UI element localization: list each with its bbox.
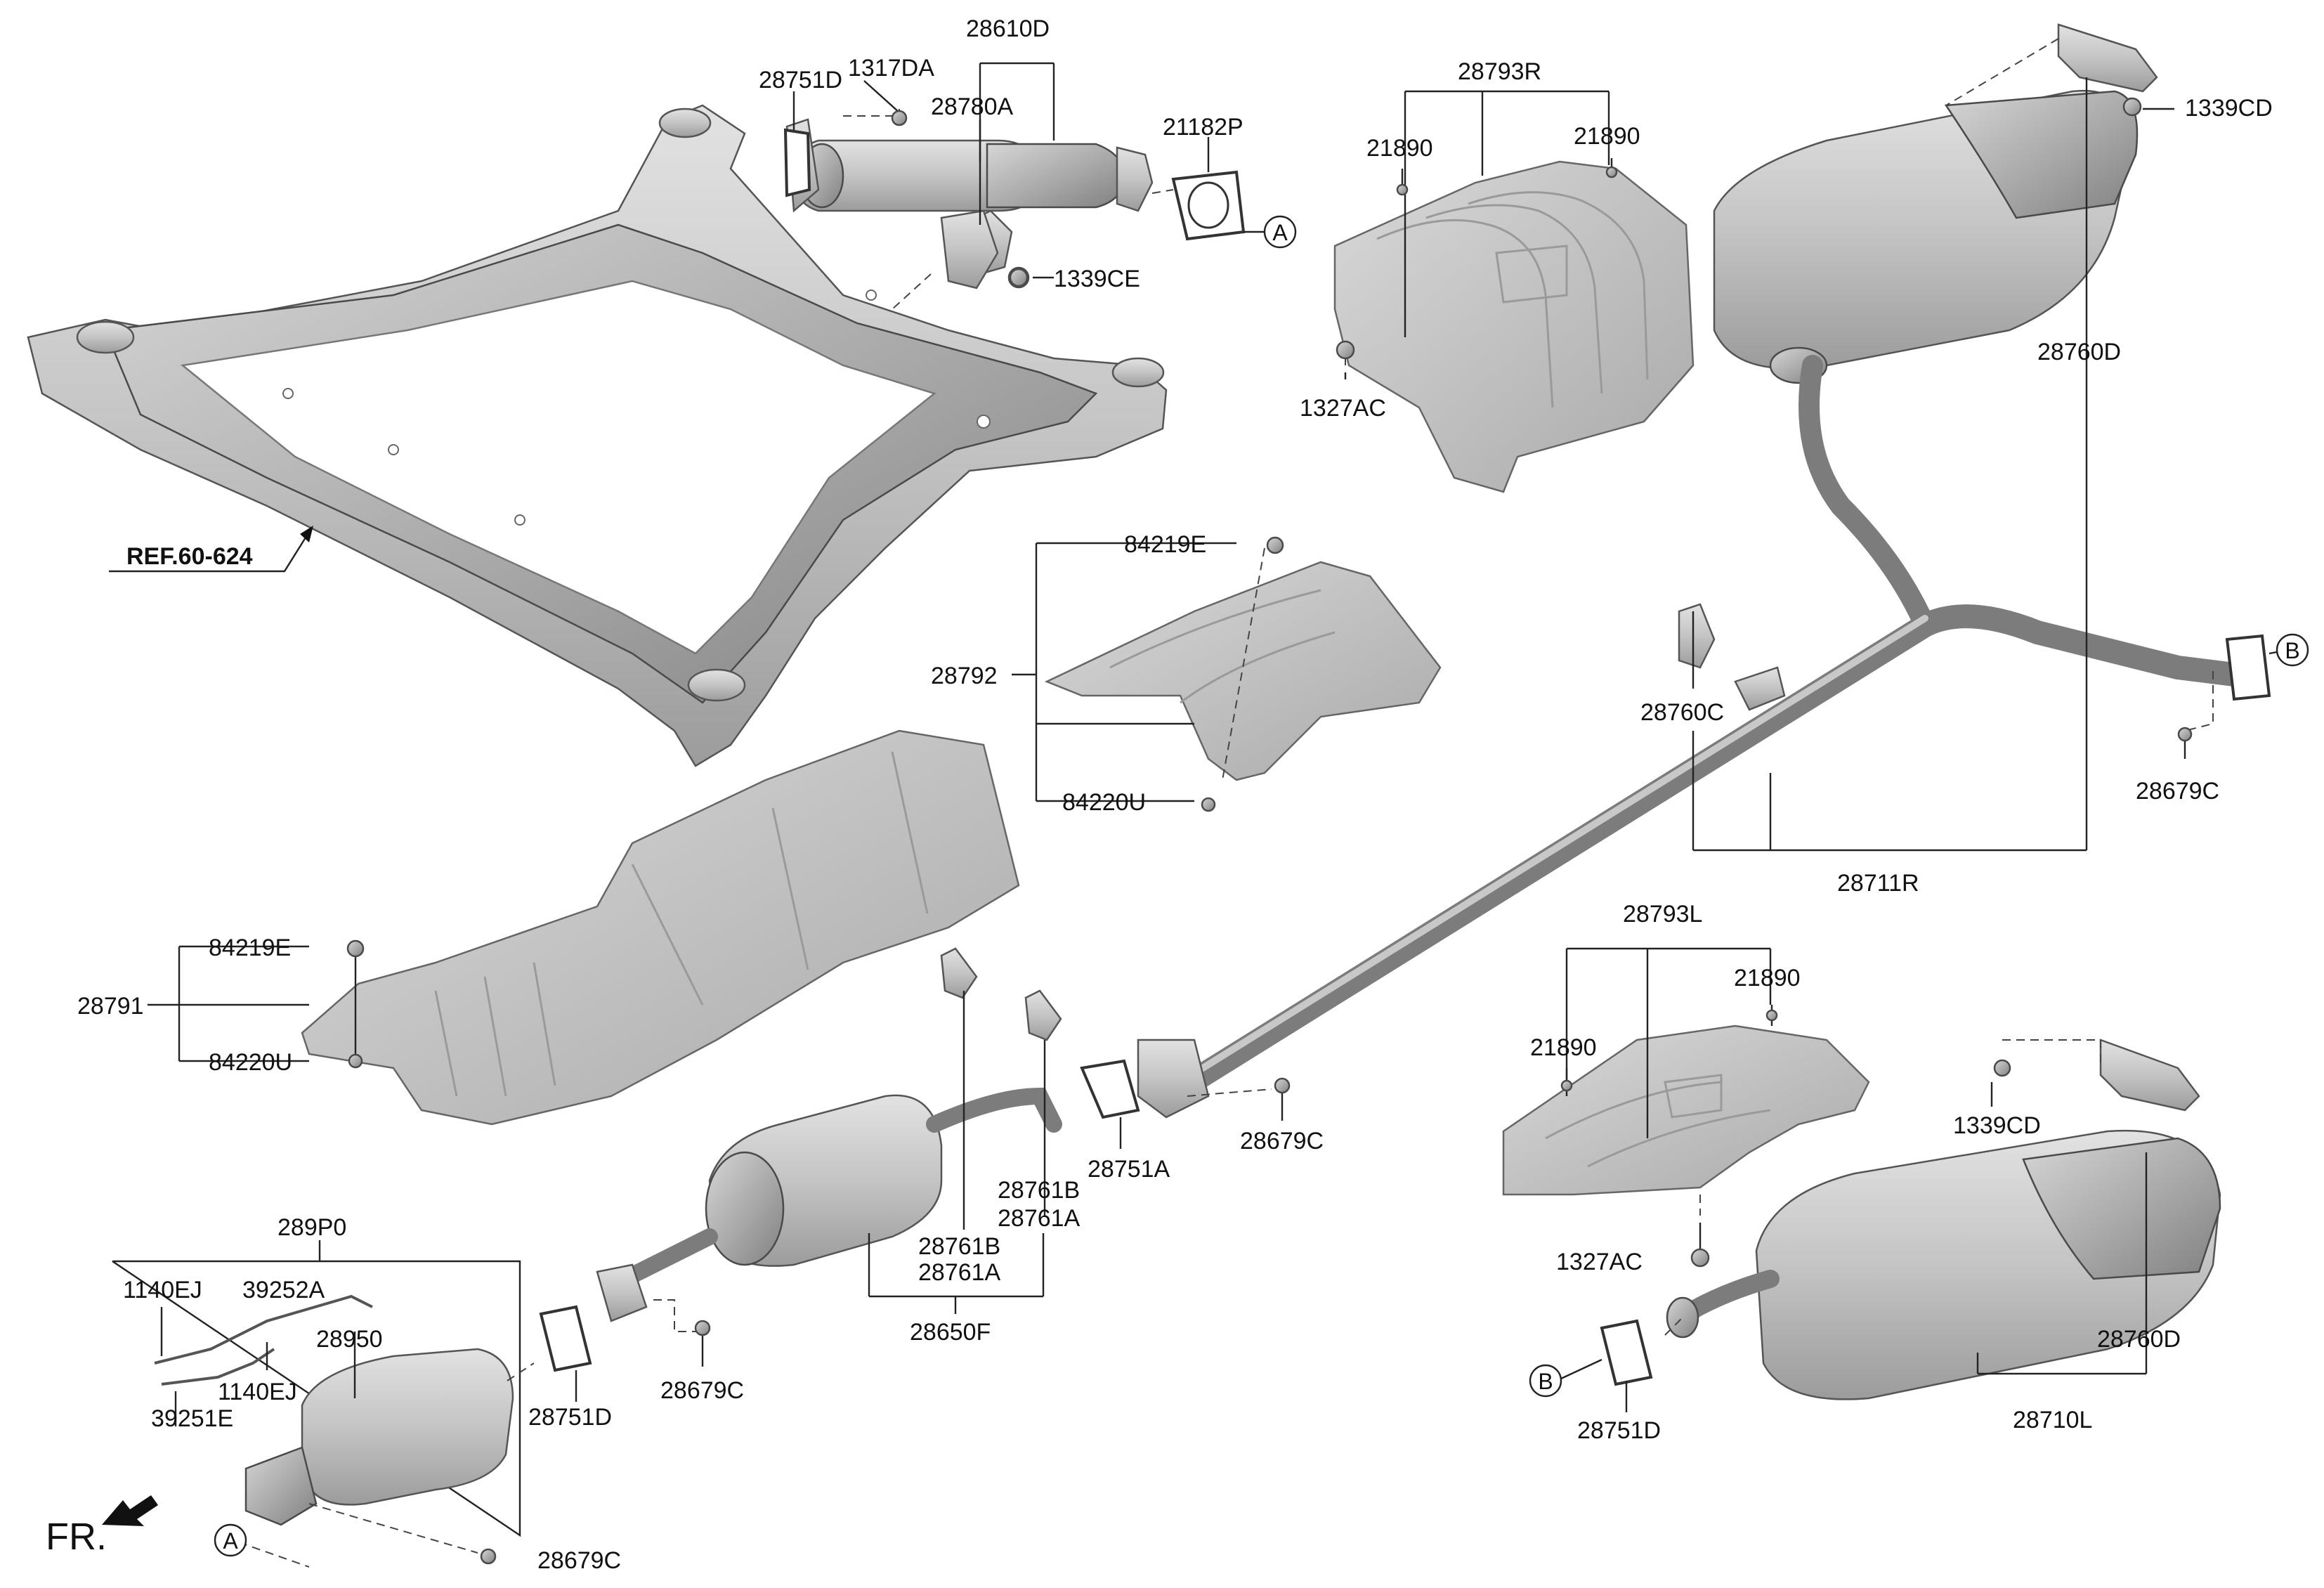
label-28711R: 28711R xyxy=(1837,870,1919,897)
label-28761B-a: 28761B xyxy=(998,1177,1080,1204)
label-84219E-mid: 84219E xyxy=(1124,531,1206,558)
label-28950: 28950 xyxy=(316,1326,383,1353)
label-28751D-low: 28751D xyxy=(1577,1417,1661,1444)
center-pipe xyxy=(1137,355,2271,1119)
label-28793R: 28793R xyxy=(1458,58,1541,85)
ref-subframe[interactable]: REF.60-624 xyxy=(109,526,313,573)
marker-b-low: B xyxy=(1529,1358,1602,1398)
part-labels: 28751D 1317DA 28610D 28780A 21182P 1339C… xyxy=(77,15,2273,1574)
label-28679C-left: 28679C xyxy=(660,1377,744,1404)
label-1339CE: 1339CE xyxy=(1054,266,1140,292)
label-28793L: 28793L xyxy=(1623,901,1702,928)
label-28760D-low: 28760D xyxy=(2097,1326,2181,1353)
label-1140EJ-a: 1140EJ xyxy=(123,1277,202,1303)
ref-label[interactable]: REF.60-624 xyxy=(126,543,253,570)
marker-a-bottom: A xyxy=(214,1523,247,1557)
subframe xyxy=(27,104,1168,767)
label-84220U-mid: 84220U xyxy=(1062,789,1146,816)
marker-a-top: A xyxy=(1263,215,1297,249)
label-28679C-b: 28679C xyxy=(2136,778,2219,805)
label-21890-r1: 21890 xyxy=(1366,135,1433,162)
front-direction-indicator: FR. xyxy=(46,1495,158,1558)
rear-muffler-right xyxy=(1713,23,2158,384)
label-28761A-a: 28761A xyxy=(998,1205,1081,1232)
label-84219E-left: 84219E xyxy=(209,935,291,961)
svg-text:B: B xyxy=(1538,1369,1553,1394)
label-28679C-mid: 28679C xyxy=(1240,1128,1324,1154)
center-muffler xyxy=(596,947,1062,1322)
label-39251E: 39251E xyxy=(151,1405,233,1432)
gasket-28751D-mid xyxy=(539,1305,592,1372)
label-28780A: 28780A xyxy=(931,93,1014,120)
label-28710L: 28710L xyxy=(2013,1407,2092,1433)
fasteners xyxy=(346,97,2193,1565)
label-28610D: 28610D xyxy=(966,15,1050,42)
svg-text:A: A xyxy=(1272,220,1288,245)
heat-shield-front xyxy=(301,729,1020,1126)
label-1327AC-l: 1327AC xyxy=(1556,1249,1643,1275)
label-21890-l2: 21890 xyxy=(1530,1034,1597,1061)
label-28679C-bottom: 28679C xyxy=(537,1547,621,1574)
label-1339CD-top: 1339CD xyxy=(2185,95,2273,122)
label-39252A: 39252A xyxy=(242,1277,325,1303)
label-28761B-b: 28761B xyxy=(918,1233,1000,1260)
label-1327AC-r: 1327AC xyxy=(1300,395,1386,422)
label-28650F: 28650F xyxy=(910,1319,991,1346)
label-28792: 28792 xyxy=(931,663,998,689)
heat-shield-center xyxy=(1044,561,1442,781)
label-21182P: 21182P xyxy=(1163,114,1243,141)
gasket-21182P xyxy=(1171,170,1246,241)
label-289P0: 289P0 xyxy=(278,1214,346,1241)
marker-b-right: B xyxy=(2268,633,2309,667)
label-21890-r2: 21890 xyxy=(1574,123,1640,150)
label-28751A: 28751A xyxy=(1088,1156,1170,1183)
label-28761A-b: 28761A xyxy=(918,1259,1001,1286)
label-1317DA: 1317DA xyxy=(848,55,934,82)
front-label: FR. xyxy=(46,1516,107,1558)
label-28760D-top: 28760D xyxy=(2037,339,2121,365)
leader-lines xyxy=(148,62,2186,1426)
label-28751D-mid: 28751D xyxy=(528,1404,612,1431)
label-84220U-left: 84220U xyxy=(209,1049,292,1076)
label-28760C: 28760C xyxy=(1640,699,1724,726)
svg-text:B: B xyxy=(2285,638,2299,663)
heat-shield-rear-left xyxy=(1502,1024,1870,1196)
label-28751D-top: 28751D xyxy=(759,67,842,93)
svg-text:A: A xyxy=(223,1528,238,1554)
label-1339CD-low: 1339CD xyxy=(1953,1112,2041,1139)
gasket-28751A xyxy=(1080,1059,1140,1119)
label-21890-l1: 21890 xyxy=(1734,965,1801,991)
gasket-top-left xyxy=(783,128,811,197)
rear-muffler-left xyxy=(1600,1039,2221,1400)
heat-shield-rear-right xyxy=(1333,160,1695,493)
front-arrow-icon xyxy=(102,1495,158,1526)
label-1140EJ-b: 1140EJ xyxy=(218,1379,297,1405)
label-28791: 28791 xyxy=(77,993,144,1020)
